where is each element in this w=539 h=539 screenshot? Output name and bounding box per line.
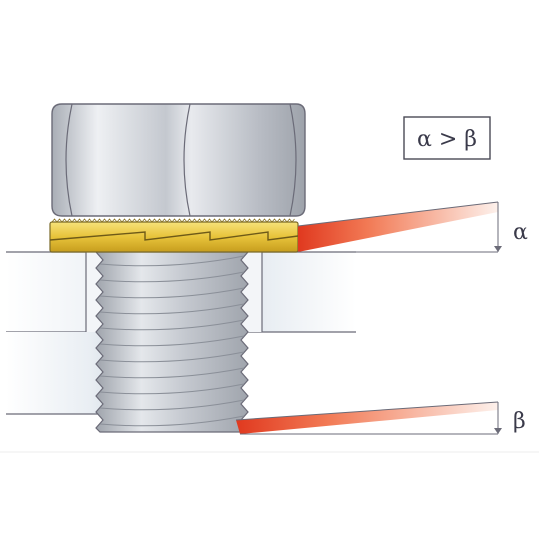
hex-bolt-head bbox=[51, 103, 306, 217]
relation-box: α > β bbox=[403, 116, 491, 160]
thread-crest bbox=[99, 367, 245, 379]
thread-crest bbox=[99, 415, 245, 427]
thread-crest bbox=[99, 383, 245, 395]
angle-wedge-beta bbox=[235, 401, 502, 435]
bolt-shank bbox=[94, 251, 250, 433]
lock-washer bbox=[49, 218, 299, 253]
thread-crest bbox=[99, 351, 245, 363]
thread-crest bbox=[99, 287, 245, 299]
thread-crest bbox=[99, 319, 245, 331]
angle-label-alpha: α bbox=[513, 220, 528, 245]
relation-text: α > β bbox=[417, 127, 477, 152]
thread-crest bbox=[99, 255, 245, 267]
thread-crest bbox=[99, 303, 245, 315]
thread-crest bbox=[99, 399, 245, 411]
thread-crest bbox=[99, 335, 245, 347]
thread-crest bbox=[99, 271, 245, 283]
angle-wedge-alpha bbox=[297, 201, 502, 253]
angle-label-beta: β bbox=[513, 409, 526, 434]
